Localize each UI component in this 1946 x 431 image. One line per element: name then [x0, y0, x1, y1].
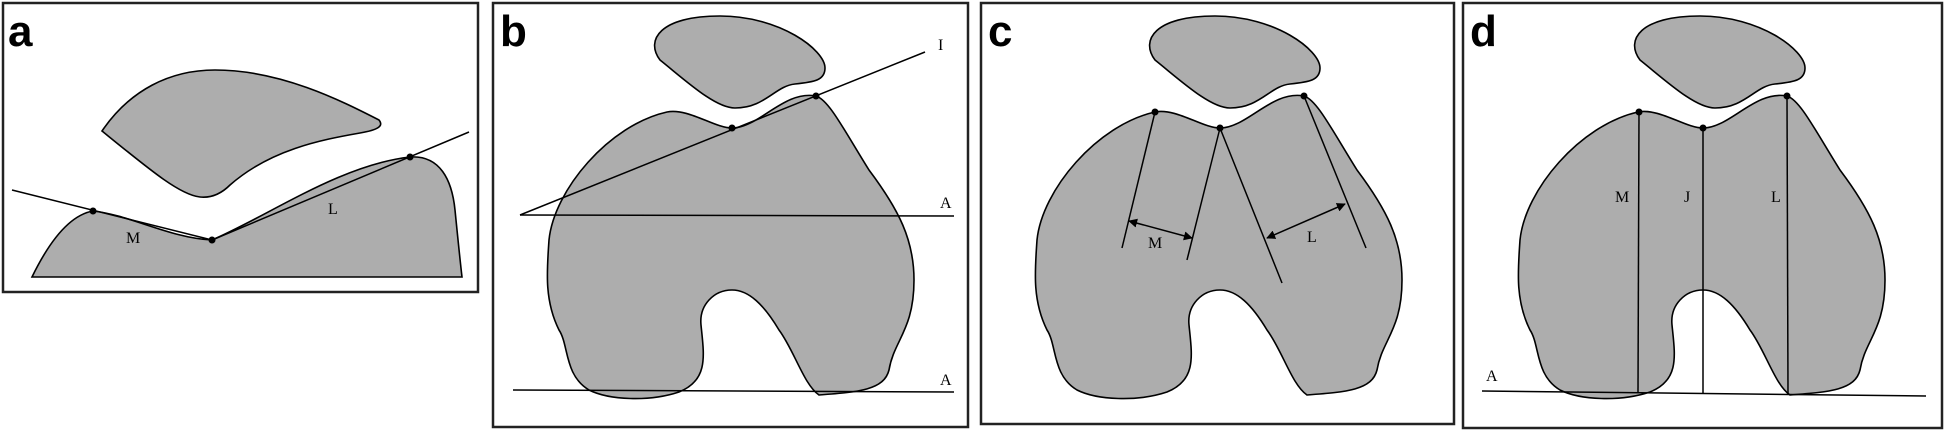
label-m: M	[1615, 189, 1629, 206]
medial-peak-point	[1635, 108, 1643, 116]
lateral-width-arrow	[1266, 203, 1346, 239]
label-l: L	[1771, 189, 1781, 206]
trochlear-line	[519, 51, 926, 216]
label-i: I	[938, 37, 943, 54]
panel-c: c M L	[979, 1, 1456, 426]
medial-line-outer	[1121, 111, 1156, 249]
lateral-line-inner	[1219, 127, 1283, 284]
lateral-peak-point	[812, 92, 820, 100]
label-m: M	[1148, 235, 1162, 252]
groove-point	[1699, 124, 1707, 132]
groove-point	[728, 124, 736, 132]
panel-d-label: d	[1470, 7, 1497, 56]
panel-c-label: c	[988, 7, 1012, 56]
lateral-height-line	[1786, 95, 1789, 395]
panel-b-label: b	[500, 7, 527, 56]
lateral-peak-point	[1300, 92, 1308, 100]
axis-line-lower	[512, 389, 955, 393]
lateral-tangent-line	[211, 131, 470, 241]
lateral-line-outer	[1303, 95, 1367, 249]
groove-point	[208, 236, 216, 244]
label-a-upper: A	[940, 195, 952, 212]
lateral-peak-point	[406, 153, 414, 161]
label-a-lower: A	[940, 372, 952, 389]
label-l: L	[328, 201, 338, 218]
label-m: M	[126, 230, 140, 247]
axis-line	[1481, 390, 1927, 397]
medial-width-arrow	[1128, 218, 1193, 241]
medial-height-line	[1637, 111, 1640, 394]
medial-peak-point	[89, 207, 97, 215]
medial-tangent-line	[11, 189, 213, 241]
lateral-peak-point	[1783, 92, 1791, 100]
patella-shape	[100, 69, 382, 198]
panel-b: b I A A	[491, 1, 970, 429]
panel-d: d M J L A	[1461, 1, 1944, 430]
medial-peak-point	[1151, 108, 1159, 116]
panel-a: a M L	[1, 1, 480, 294]
label-l: L	[1307, 229, 1317, 246]
label-j: J	[1684, 189, 1690, 206]
axis-line-upper	[519, 214, 955, 217]
panel-a-label: a	[8, 7, 33, 56]
label-a: A	[1486, 368, 1498, 385]
groove-point	[1216, 124, 1224, 132]
